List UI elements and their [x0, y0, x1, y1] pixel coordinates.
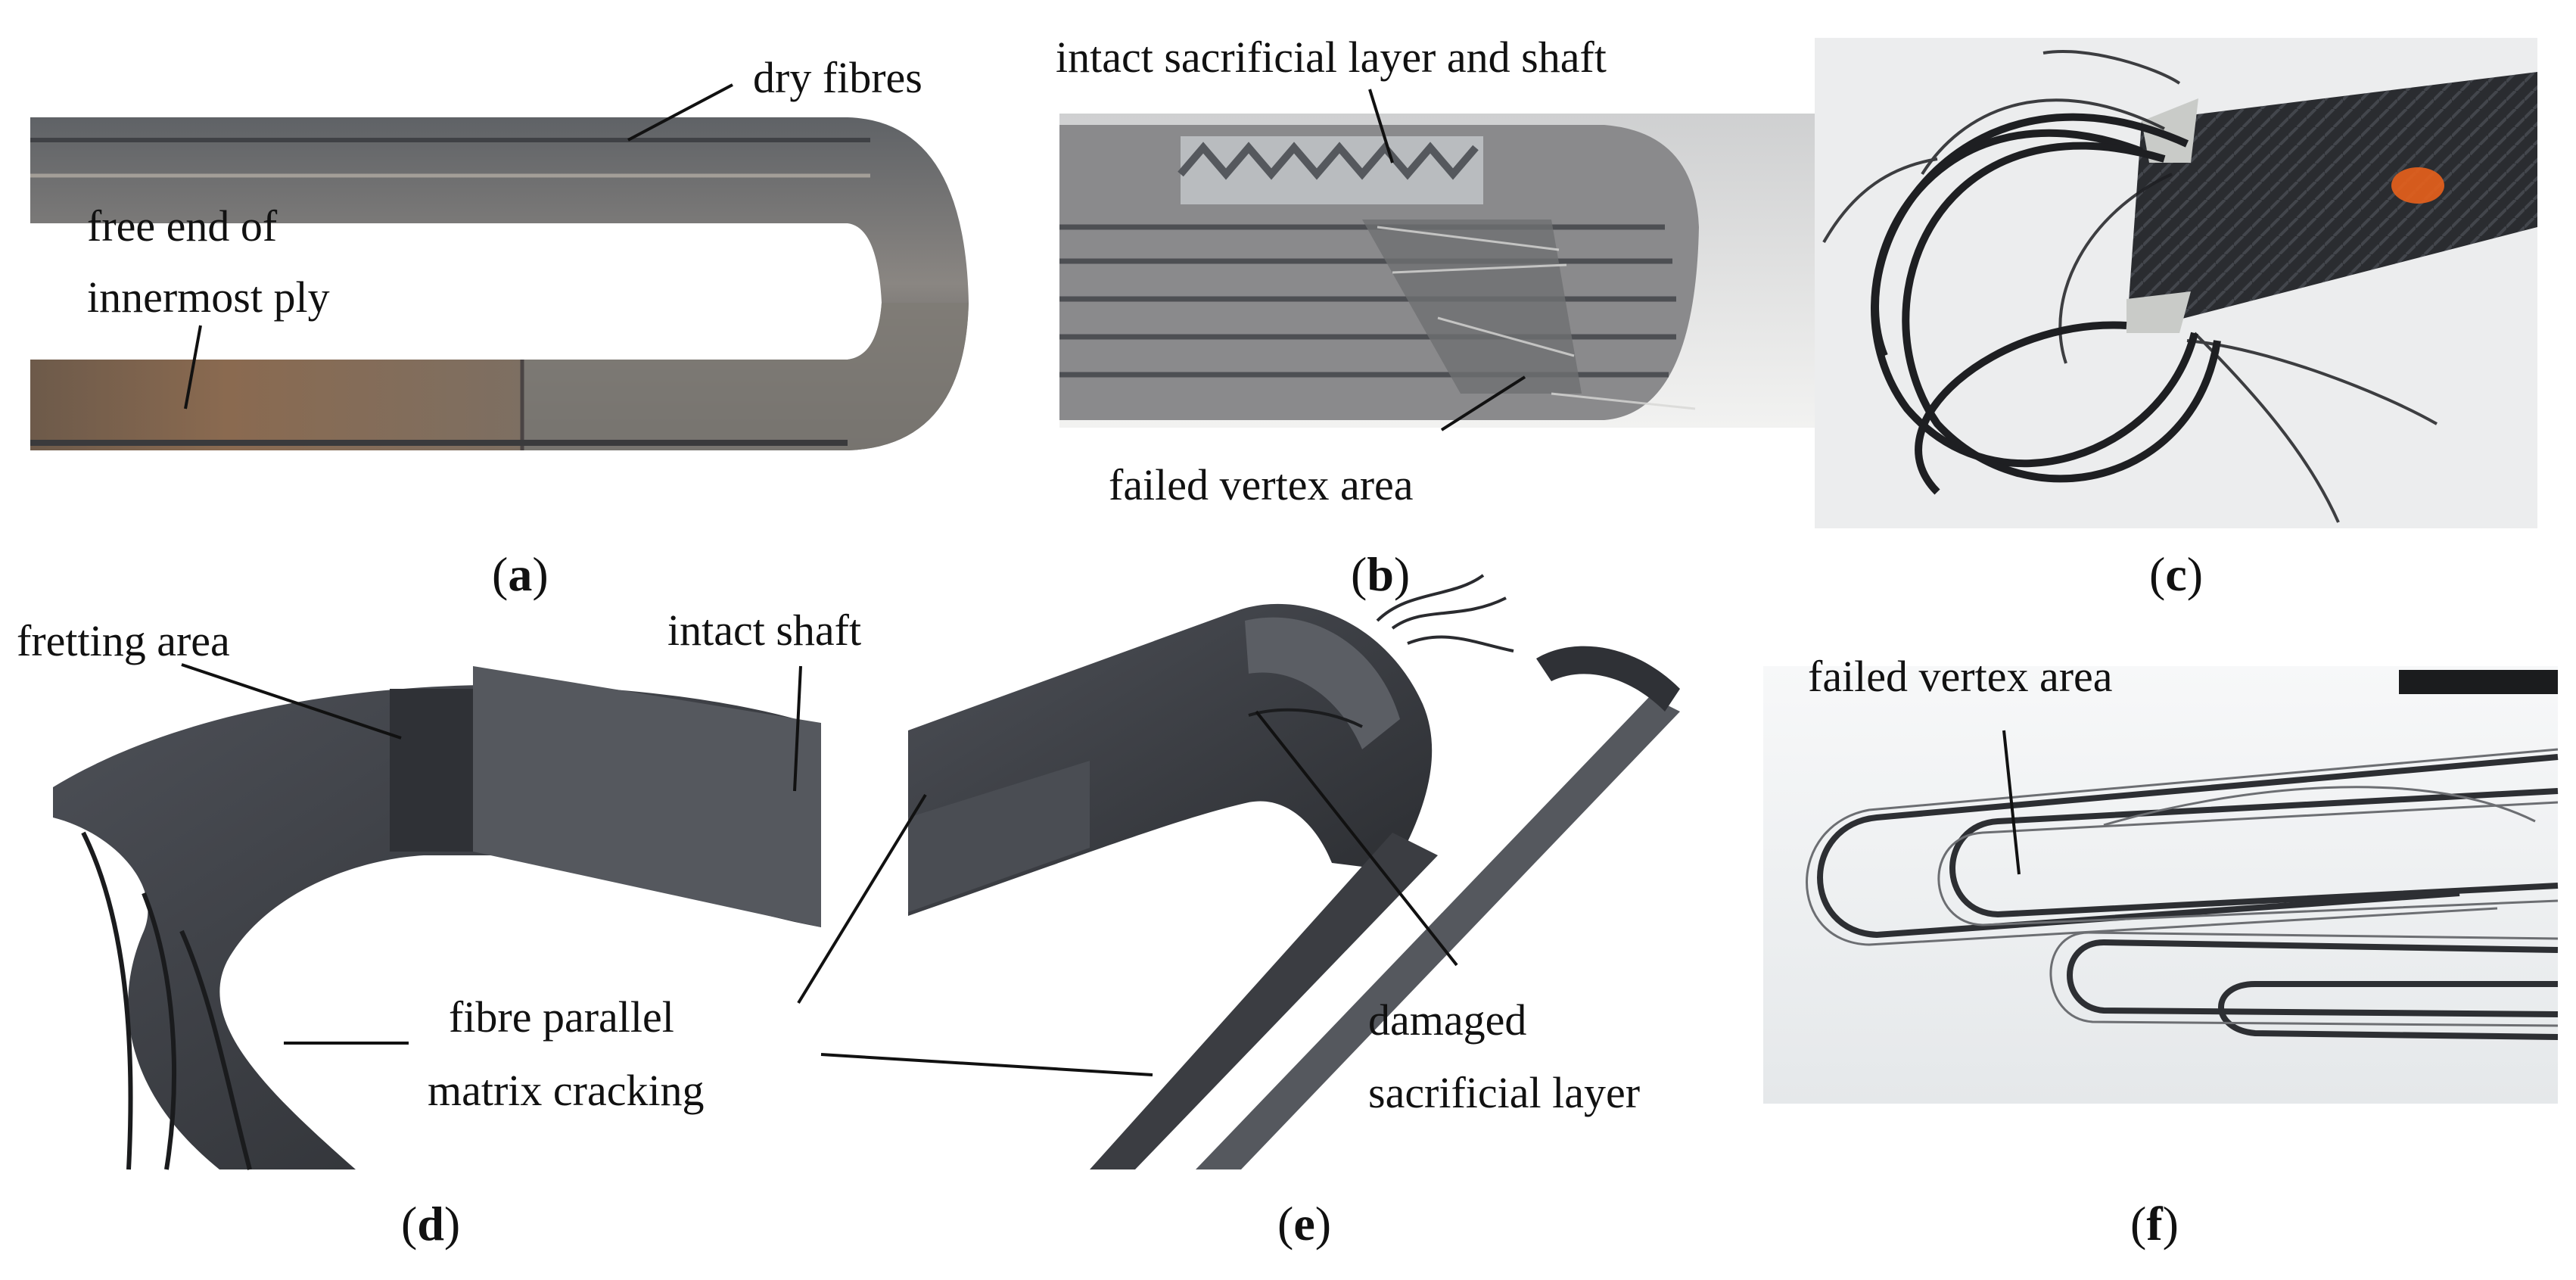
failed-vertex-f-leader: [2002, 730, 2021, 875]
dry-fibres-label: dry fibres: [753, 53, 922, 102]
panel-a-photo: [30, 117, 969, 450]
panel-e: damaged sacrificial layer (e): [797, 574, 1680, 1250]
damaged-layer-label-line2: sacrificial layer: [1368, 1068, 1640, 1117]
matrix-crack-leader-d: [797, 793, 927, 1004]
panel-c-photo: [1815, 38, 2537, 528]
failed-vertex-f-label: failed vertex area: [1808, 652, 2113, 701]
failed-vertex-b-leader: [1440, 375, 1526, 431]
fretting-label: fretting area: [17, 616, 230, 665]
damaged-layer-leader: [1255, 710, 1458, 967]
panel-f-caption: (f): [2130, 1197, 2179, 1250]
matrix-crack-leader-e: [820, 1053, 1153, 1076]
panel-e-caption: (e): [1277, 1197, 1331, 1250]
intact-layer-label: intact sacrificial layer and shaft: [1056, 33, 1607, 82]
free-end-label-line1: free end of: [87, 201, 278, 251]
failed-vertex-b-label: failed vertex area: [1109, 460, 1414, 509]
panel-b: intact sacrificial layer and shaft faile…: [1056, 33, 1816, 601]
damaged-layer-label-line1: damaged: [1368, 995, 1526, 1045]
intact-shaft-leader: [793, 665, 802, 792]
panel-f: failed vertex area (f): [1763, 652, 2559, 1250]
fibre-parallel-label-line2: matrix cracking: [428, 1066, 705, 1115]
panel-a: dry fibres free end of innermost ply (a): [30, 53, 969, 601]
panel-f-photo: [1763, 666, 2559, 1104]
panel-b-photo: [1059, 114, 1816, 428]
panel-d-photo: [53, 666, 821, 1170]
free-end-leader: [184, 325, 202, 410]
panel-d-caption: (d): [401, 1197, 460, 1250]
intact-layer-leader: [1368, 89, 1394, 164]
intact-shaft-label: intact shaft: [667, 606, 861, 655]
panel-b-caption: (b): [1351, 547, 1410, 601]
dry-fibres-leader: [627, 83, 733, 142]
panel-c: (c): [1815, 38, 2537, 601]
panel-d: fretting area intact shaft fibre paralle…: [17, 606, 861, 1250]
panel-c-caption: (c): [2149, 547, 2203, 601]
fibre-parallel-label-line1: fibre parallel: [449, 992, 674, 1042]
free-end-label-line2: innermost ply: [87, 273, 330, 322]
panel-e-photo: [908, 574, 1680, 1169]
panel-a-caption: (a): [492, 547, 549, 601]
fretting-leader: [181, 663, 402, 740]
